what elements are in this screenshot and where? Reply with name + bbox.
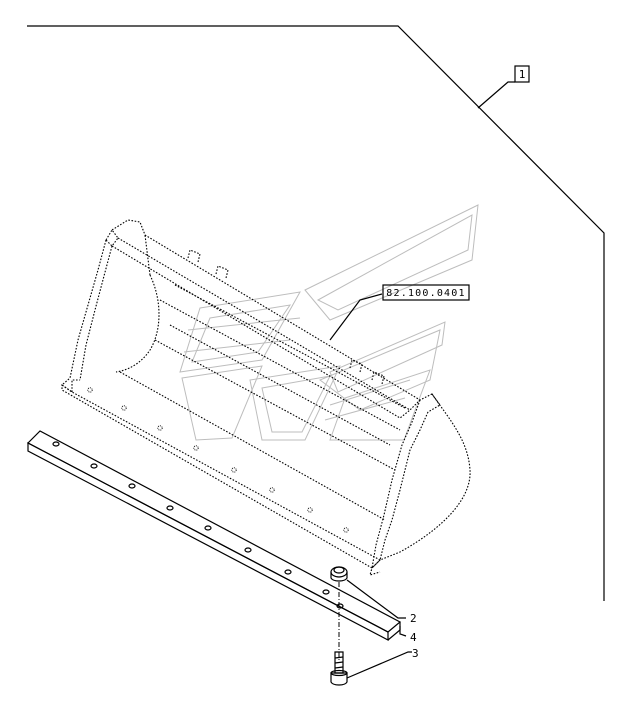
assembly-frame	[27, 25, 605, 601]
nut	[330, 566, 348, 582]
leader-lines	[329, 81, 515, 679]
assembly-ref-label: 1	[519, 68, 526, 81]
cutting-edge	[26, 430, 402, 641]
callout-4: 4	[410, 631, 417, 644]
bucket	[61, 219, 471, 576]
bucket-ref-label: 82.100.0401	[386, 288, 465, 299]
callout-2: 2	[410, 612, 417, 625]
assembly-ref-box	[514, 65, 530, 83]
bolt	[330, 582, 348, 686]
callout-3: 3	[412, 647, 419, 660]
watermark-logo	[179, 204, 479, 441]
bucket-ref-box	[382, 284, 470, 301]
